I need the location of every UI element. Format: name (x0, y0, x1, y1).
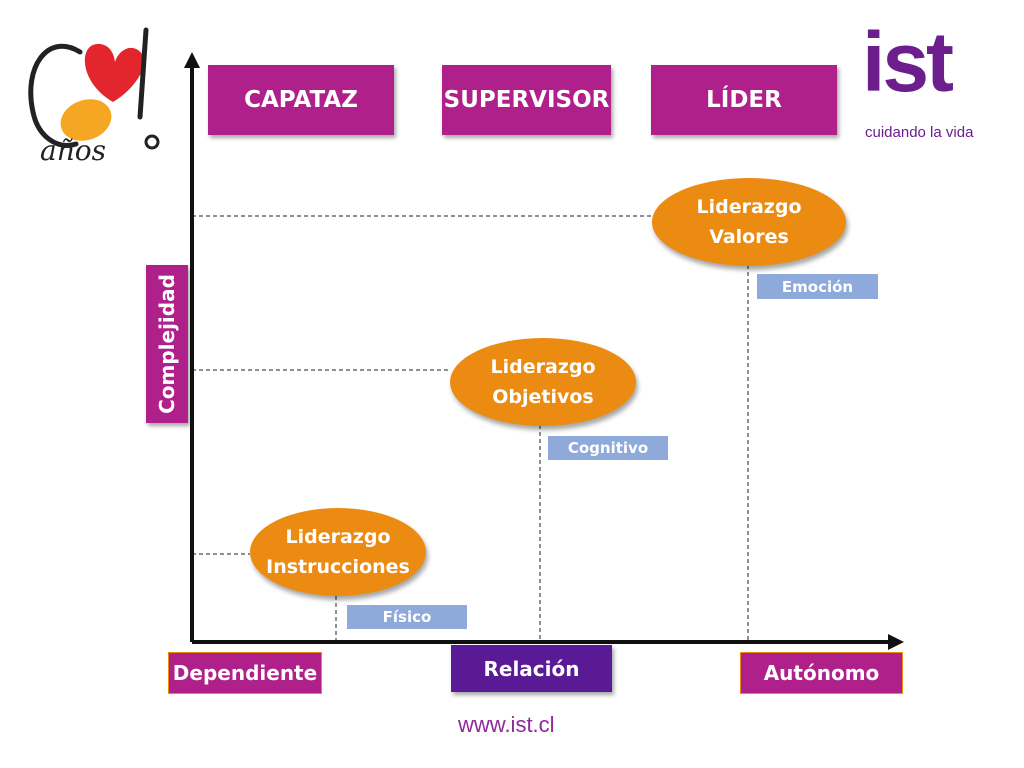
x-axis-label-relacion: Relación (451, 645, 612, 692)
y-axis-arrow-icon (184, 52, 200, 68)
ist-tagline: cuidando la vida (865, 124, 974, 141)
x-axis-arrow-icon (888, 634, 904, 650)
tag-emocion: Emoción (756, 273, 879, 300)
tag-fisico: Físico (346, 604, 468, 630)
role-supervisor: SUPERVISOR (442, 65, 611, 135)
role-capataz: CAPATAZ (208, 65, 394, 135)
guide-lines (192, 215, 749, 642)
oval-liderazgo-objetivos: Liderazgo Objetivos (450, 338, 636, 426)
y-axis-label-text: Complejidad (155, 274, 179, 414)
role-lider: LÍDER (651, 65, 837, 135)
oval-liderazgo-valores: Liderazgo Valores (652, 178, 846, 266)
heart-logo-icon: años (28, 27, 160, 167)
x-axis-label-dependiente: Dependiente (168, 652, 322, 694)
oval-line2: Valores (709, 226, 789, 248)
oval-line2: Instrucciones (266, 556, 410, 578)
footer-url[interactable]: www.ist.cl (458, 712, 555, 737)
oval-liderazgo-instrucciones: Liderazgo Instrucciones (250, 508, 426, 596)
tag-cognitivo: Cognitivo (547, 435, 669, 461)
anniversary-logo: años (18, 22, 168, 167)
anniversary-text: años (40, 134, 106, 167)
oval-line1: Liderazgo (490, 356, 596, 378)
x-axis-label-autonomo: Autónomo (740, 652, 903, 694)
ist-logo: ist cuidando la vida (862, 15, 992, 146)
oval-line2: Objetivos (492, 386, 594, 408)
ist-logo-wordmark: ist (862, 15, 954, 109)
oval-line1: Liderazgo (696, 196, 802, 218)
oval-line1: Liderazgo (285, 526, 391, 548)
y-axis-label: Complejidad (146, 265, 188, 423)
